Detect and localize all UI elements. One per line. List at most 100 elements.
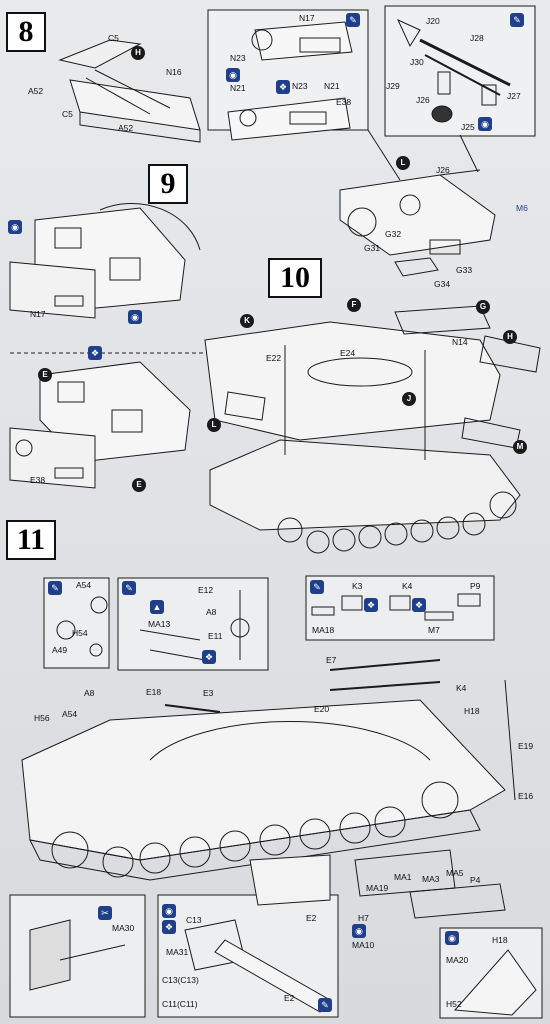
part-a8-box: A8: [206, 607, 217, 617]
part-e18: E18: [146, 687, 162, 697]
part-c5-top: C5: [108, 33, 119, 43]
part-c13-top: C13: [186, 915, 202, 925]
callout-h-right: H: [503, 330, 517, 344]
photo-etch-icon: ◉: [8, 220, 22, 234]
part-n17-step9: N17: [30, 309, 46, 319]
part-j20: J20: [426, 16, 440, 26]
callout-f: F: [347, 298, 361, 312]
part-h18-box: H18: [492, 935, 508, 945]
alternate-icon: ❖: [202, 650, 216, 664]
step-10-number: 10: [268, 258, 322, 298]
alternate-icon: ❖: [364, 598, 378, 612]
photo-etch-icon: ◉: [162, 904, 176, 918]
part-a52-left: A52: [28, 86, 44, 96]
photo-etch-icon: ◉: [478, 117, 492, 131]
photo-etch-icon: ◉: [128, 310, 142, 324]
part-n16: N16: [166, 67, 182, 77]
part-j26-bottom: J26: [436, 165, 450, 175]
callout-e-bottom: E: [132, 478, 146, 492]
photo-etch-icon: ◉: [226, 68, 240, 82]
part-j30: J30: [410, 57, 424, 67]
part-e22: E22: [266, 353, 282, 363]
part-a54-main: A54: [62, 709, 78, 719]
callout-j: J: [402, 392, 416, 406]
photo-etch-icon: ◉: [445, 931, 459, 945]
part-ma30: MA30: [112, 923, 135, 933]
part-e2-upper: E2: [306, 913, 317, 923]
part-ma5: MA5: [446, 868, 464, 878]
part-e16: E16: [518, 791, 534, 801]
part-ma18: MA18: [312, 625, 335, 635]
part-g33: G33: [456, 265, 473, 275]
callout-e-top: E: [38, 368, 52, 382]
part-n21-b: N21: [324, 81, 340, 91]
part-e3: E3: [203, 688, 214, 698]
part-j26-top: J26: [416, 95, 430, 105]
part-k4-box: K4: [402, 581, 413, 591]
part-ma19: MA19: [366, 883, 389, 893]
part-h54: H54: [72, 628, 88, 638]
callout-m: M: [513, 440, 527, 454]
part-g34: G34: [434, 279, 451, 289]
part-e7: E7: [326, 655, 337, 665]
part-j27: J27: [507, 91, 521, 101]
part-e38-step9: E38: [30, 475, 46, 485]
part-h18-main: H18: [464, 706, 480, 716]
part-n23-a: N23: [230, 53, 246, 63]
part-m7: M7: [428, 625, 440, 635]
callout-g: G: [476, 300, 490, 314]
callout-l: L: [396, 156, 410, 170]
part-g32: G32: [385, 229, 402, 239]
part-k3: K3: [352, 581, 363, 591]
part-m6: M6: [516, 203, 528, 213]
callout-h: H: [131, 46, 145, 60]
part-k4-main: K4: [456, 683, 467, 693]
part-e38: E38: [336, 97, 352, 107]
part-e11: E11: [208, 631, 223, 641]
alternate-icon: ❖: [276, 80, 290, 94]
part-ma13: MA13: [148, 619, 171, 629]
glue-icon: ✎: [318, 998, 332, 1012]
part-c13-alt: C13(C13): [162, 975, 199, 985]
callout-l-left: L: [207, 418, 221, 432]
part-c5-bottom: C5: [62, 109, 73, 119]
alternate-icon: ❖: [162, 920, 176, 934]
step-8-number: 8: [6, 12, 46, 52]
part-j25: J25: [461, 122, 475, 132]
step-9-number: 9: [148, 164, 188, 204]
part-p9: P9: [470, 581, 481, 591]
part-e12: E12: [198, 585, 214, 595]
part-c11-alt: C11(C11): [162, 999, 198, 1009]
part-e20: E20: [314, 704, 330, 714]
part-ma10: MA10: [352, 940, 375, 950]
part-g31: G31: [364, 243, 381, 253]
part-e2-lower: E2: [284, 993, 295, 1003]
glue-icon: ✎: [346, 13, 360, 27]
part-p4: P4: [470, 875, 481, 885]
photo-etch-icon: ◉: [352, 924, 366, 938]
step-11-number: 11: [6, 520, 56, 560]
part-h7: H7: [358, 913, 369, 923]
part-ma20: MA20: [446, 955, 469, 965]
alternate-icon: ❖: [88, 346, 102, 360]
part-e24: E24: [340, 348, 356, 358]
part-a49: A49: [52, 645, 68, 655]
callout-k: K: [240, 314, 254, 328]
part-n14: N14: [452, 337, 468, 347]
part-a54-box: A54: [76, 580, 92, 590]
part-n23-b: N23: [292, 81, 308, 91]
part-ma31: MA31: [166, 947, 189, 957]
cut-icon: ✂: [98, 906, 112, 920]
part-a8-main: A8: [84, 688, 95, 698]
paint-icon: ▲: [150, 600, 164, 614]
part-n21-a: N21: [230, 83, 246, 93]
part-h52: H52: [446, 999, 462, 1009]
part-ma1: MA1: [394, 872, 412, 882]
part-e19: E19: [518, 741, 534, 751]
glue-icon: ✎: [48, 581, 62, 595]
glue-icon: ✎: [122, 581, 136, 595]
glue-icon: ✎: [510, 13, 524, 27]
part-j29: J29: [386, 81, 400, 91]
